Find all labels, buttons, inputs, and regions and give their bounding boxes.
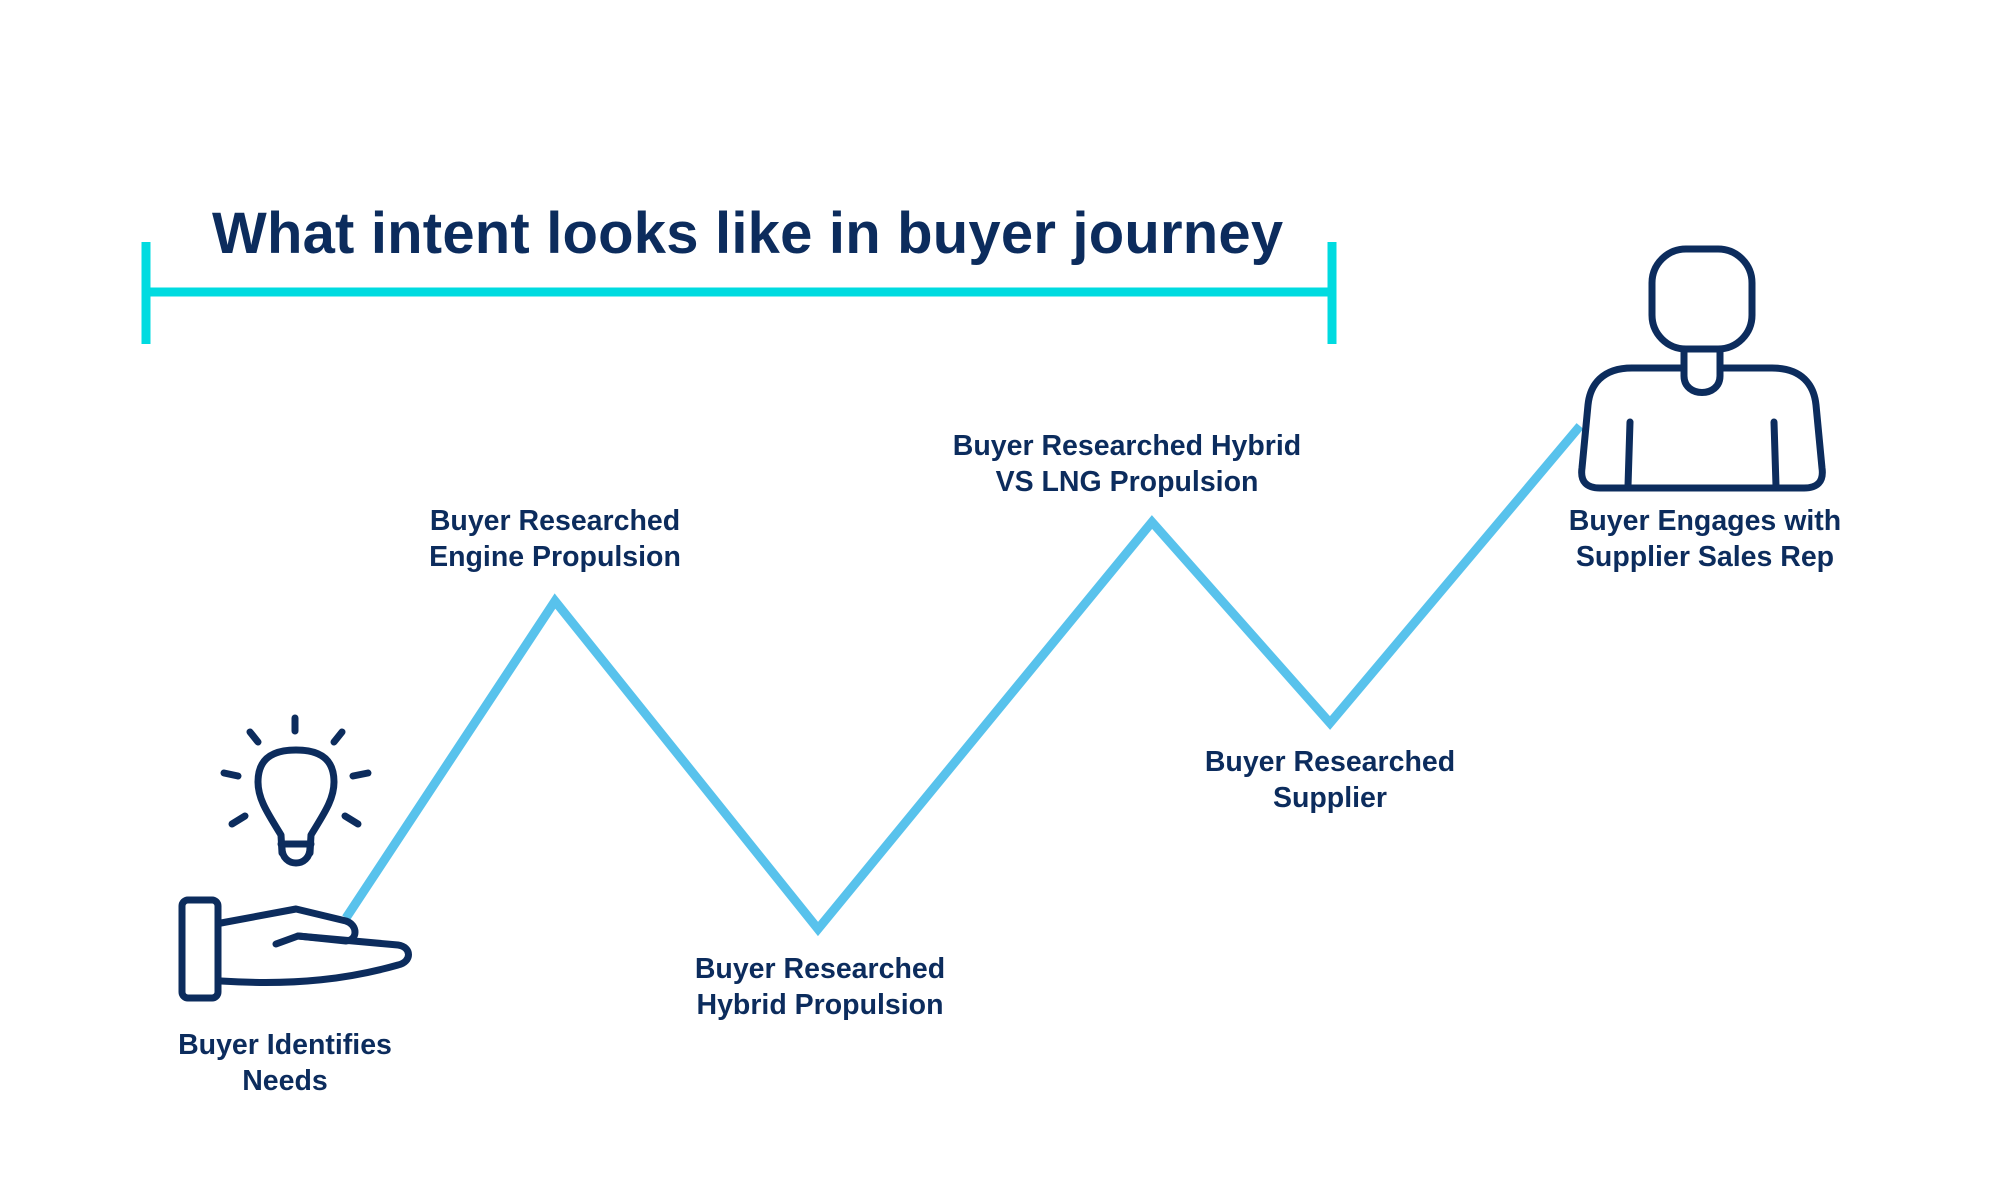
title-bracket (141, 242, 1337, 344)
step-label-engine-propulsion: Buyer Researched Engine Propulsion (410, 503, 700, 575)
step-label-sales-rep: Buyer Engages with Supplier Sales Rep (1550, 503, 1860, 575)
step-label-identifies-needs: Buyer Identifies Needs (155, 1027, 415, 1099)
step-label-line: Engine Propulsion (429, 541, 681, 573)
page-title: What intent looks like in buyer journey (212, 201, 1284, 266)
step-label-line: Buyer Researched (429, 505, 681, 537)
step-label-hybrid-propulsion: Buyer Researched Hybrid Propulsion (675, 951, 965, 1023)
step-label-supplier: Buyer Researched Supplier (1185, 744, 1475, 816)
step-label-hybrid-vs-lng: Buyer Researched Hybrid VS LNG Propulsio… (932, 428, 1322, 500)
step-label-line: Needs (242, 1065, 328, 1097)
step-label-line: Supplier (1272, 782, 1387, 814)
step-label-line: Supplier Sales Rep (1575, 541, 1835, 573)
step-label-line: VS LNG Propulsion (995, 466, 1259, 498)
step-label-line: Buyer Researched (694, 953, 946, 985)
step-label-line: Buyer Researched Hybrid (952, 430, 1302, 462)
lightbulb-icon (220, 714, 372, 867)
person-icon (1578, 245, 1826, 492)
hand-icon (178, 896, 412, 1002)
step-label-line: Hybrid Propulsion (696, 989, 944, 1021)
step-label-line: Buyer Identifies (178, 1029, 392, 1061)
step-label-line: Buyer Engages with (1568, 505, 1842, 537)
step-label-line: Buyer Researched (1204, 746, 1456, 778)
journey-line (342, 423, 1584, 937)
